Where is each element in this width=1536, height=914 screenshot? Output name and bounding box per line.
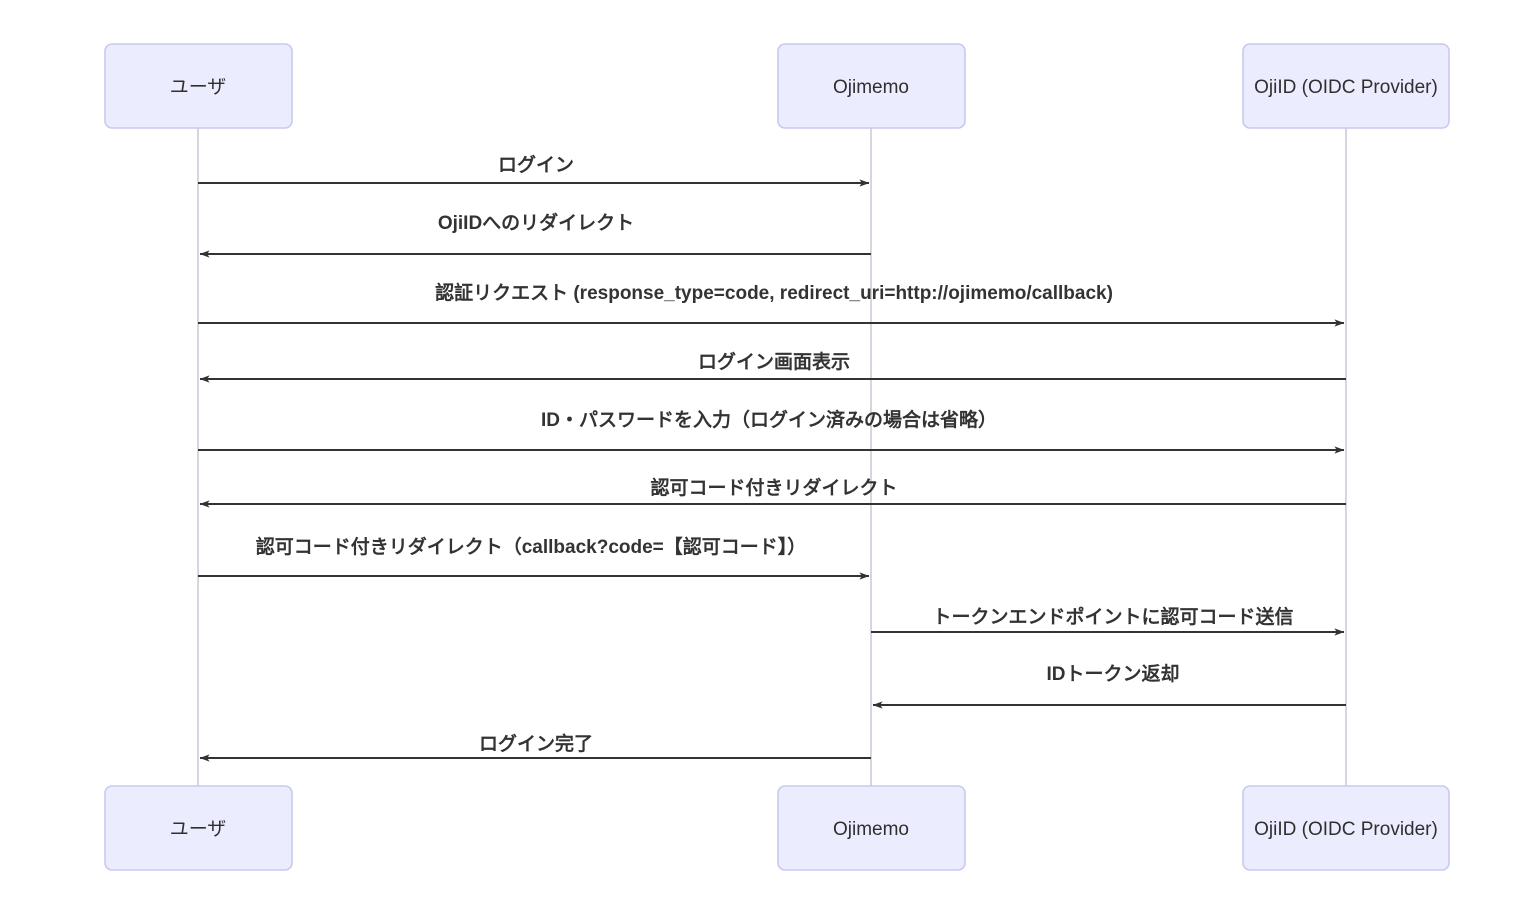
- actor-footer-user[interactable]: ユーザ: [104, 785, 293, 871]
- message-6[interactable]: 認可コード付きリダイレクト: [199, 476, 1346, 508]
- actor-box-ojimemo-bottom[interactable]: [777, 785, 966, 871]
- message-label-2: OjiIDへのリダイレクト: [438, 211, 634, 234]
- message-label-8: トークンエンドポイントに認可コード送信: [932, 605, 1293, 628]
- message-label-3: 認証リクエスト (response_type=code, redirect_ur…: [435, 281, 1113, 304]
- message-2[interactable]: OjiIDへのリダイレクト: [199, 211, 871, 258]
- message-4[interactable]: ログイン画面表示: [199, 350, 1346, 383]
- message-10[interactable]: ログイン完了: [199, 732, 871, 762]
- message-5[interactable]: ID・パスワードを入力（ログイン済みの場合は省略）: [198, 408, 1345, 454]
- actor-footer-ojiid[interactable]: OjiID (OIDC Provider): [1242, 785, 1450, 871]
- message-label-1: ログイン: [498, 153, 574, 176]
- actor-box-ojiid-bottom[interactable]: [1242, 785, 1450, 871]
- actor-label-user-top: ユーザ: [170, 77, 227, 98]
- message-8[interactable]: トークンエンドポイントに認可コード送信: [871, 605, 1345, 636]
- message-3[interactable]: 認証リクエスト (response_type=code, redirect_ur…: [198, 281, 1345, 327]
- message-label-10: ログイン完了: [479, 732, 593, 755]
- message-9[interactable]: IDトークン返却: [872, 663, 1346, 709]
- actor-footer-ojimemo[interactable]: Ojimemo: [777, 785, 966, 871]
- actor-box-ojimemo-top[interactable]: [777, 43, 966, 129]
- lifelines: [197, 128, 1347, 790]
- actor-box-user-top[interactable]: [104, 43, 293, 129]
- actor-label-user-bottom: ユーザ: [170, 819, 227, 840]
- actor-header-ojimemo[interactable]: Ojimemo: [777, 43, 966, 129]
- message-label-9: IDトークン返却: [1046, 663, 1179, 685]
- actor-label-ojimemo-bottom: Ojimemo: [833, 819, 909, 840]
- message-label-6: 認可コード付きリダイレクト: [650, 476, 897, 499]
- message-label-4: ログイン画面表示: [698, 350, 850, 373]
- message-7[interactable]: 認可コード付きリダイレクト（callback?code=【認可コード】）: [198, 535, 870, 580]
- message-label-5: ID・パスワードを入力（ログイン済みの場合は省略）: [541, 408, 997, 431]
- actor-box-user-bottom[interactable]: [104, 785, 293, 871]
- actor-header-user[interactable]: ユーザ: [104, 43, 293, 129]
- message-1[interactable]: ログイン: [198, 153, 870, 187]
- message-label-7: 認可コード付きリダイレクト（callback?code=【認可コード】）: [256, 535, 807, 558]
- actor-label-ojiid-top: OjiID (OIDC Provider): [1254, 77, 1438, 98]
- actor-box-ojiid-top[interactable]: [1242, 43, 1450, 129]
- actor-label-ojimemo-top: Ojimemo: [833, 77, 909, 98]
- actor-header-ojiid[interactable]: OjiID (OIDC Provider): [1242, 43, 1450, 129]
- actor-label-ojiid-bottom: OjiID (OIDC Provider): [1254, 819, 1438, 840]
